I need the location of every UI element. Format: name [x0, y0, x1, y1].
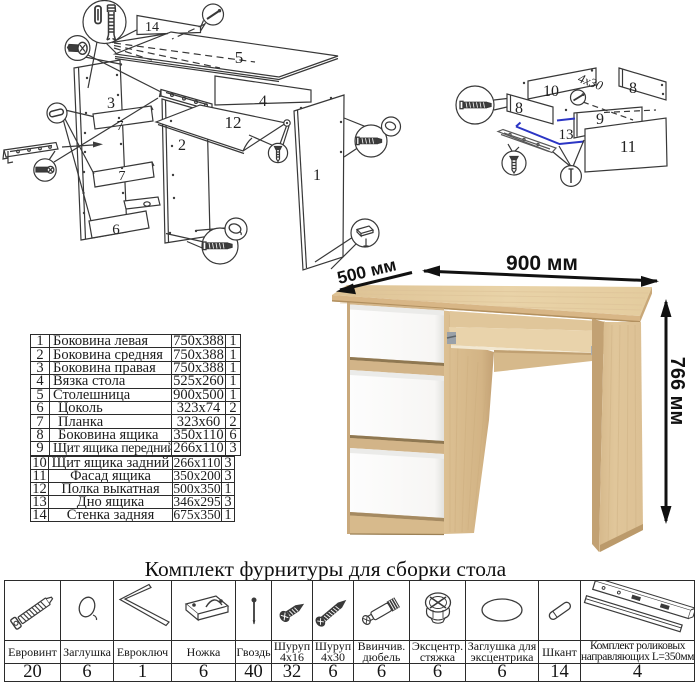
svg-text:900 мм: 900 мм — [506, 252, 578, 275]
svg-text:5: 5 — [235, 48, 244, 67]
svg-text:766 мм: 766 мм — [666, 357, 688, 426]
svg-text:13: 13 — [559, 127, 574, 143]
svg-text:7: 7 — [119, 169, 126, 184]
svg-text:1: 1 — [313, 167, 321, 184]
svg-text:8: 8 — [515, 100, 523, 117]
svg-text:4: 4 — [259, 93, 267, 110]
svg-text:12: 12 — [225, 113, 242, 132]
svg-text:2: 2 — [178, 137, 186, 154]
svg-text:11: 11 — [620, 137, 636, 156]
svg-text:3: 3 — [107, 95, 115, 112]
svg-text:10: 10 — [543, 83, 559, 100]
svg-text:6: 6 — [112, 222, 120, 238]
svg-text:8: 8 — [629, 80, 637, 97]
svg-text:14: 14 — [145, 20, 159, 35]
svg-text:7: 7 — [117, 119, 124, 134]
svg-text:9: 9 — [596, 111, 604, 128]
